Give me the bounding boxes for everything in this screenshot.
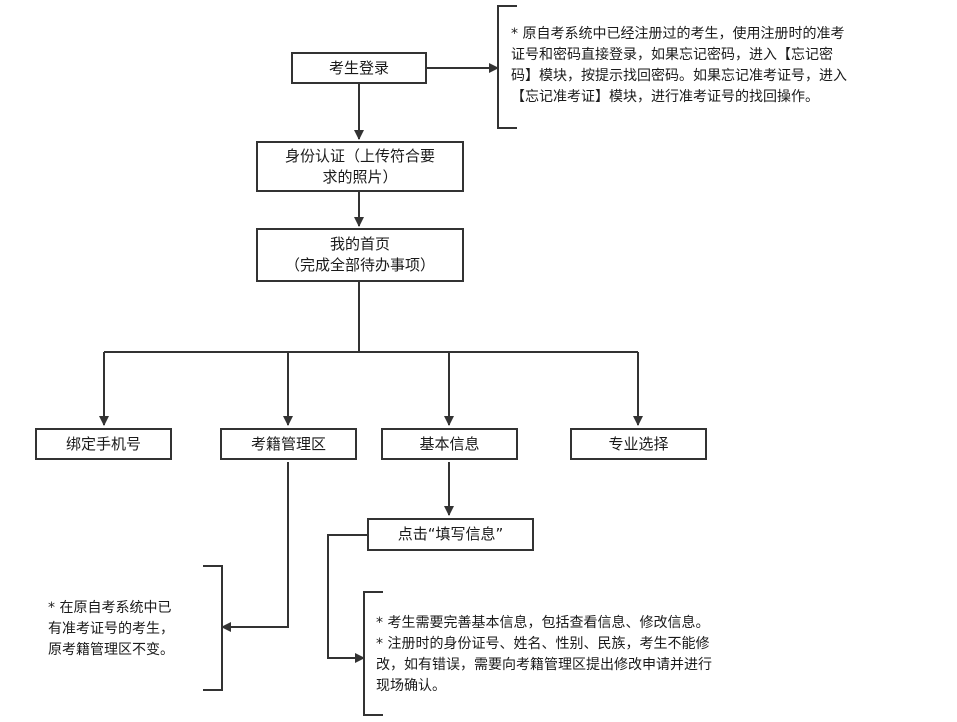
bracket-login-note [497, 5, 517, 129]
bracket-registry-note [203, 565, 223, 691]
registry-label: 考籍管理区 [250, 434, 326, 453]
fill-info-note-line: * 注册时的身份证号、姓名、性别、民族，考生不能修 [376, 636, 710, 652]
login-box: 考生登录 [291, 52, 427, 84]
registry-note: * 在原自考系统中已 有准考证号的考生， 原考籍管理区不变。 [48, 598, 174, 661]
home-label-line1: 我的首页 [329, 235, 390, 253]
major-box: 专业选择 [570, 428, 707, 460]
home-label-line2: （完成全部待办事项） [284, 256, 435, 274]
identity-box: 身份认证（上传符合要 求的照片） [256, 141, 464, 192]
login-note: * 原自考系统中已经注册过的考生，使用注册时的准考 证号和密码直接登录，如果忘记… [511, 24, 847, 108]
bracket-fill-note [363, 591, 383, 716]
registry-note-line: 原考籍管理区不变。 [48, 642, 174, 658]
arrow-fill-to-note [327, 534, 367, 663]
arrow-registry-to-note [221, 462, 289, 632]
identity-label-line2: 求的照片） [322, 167, 398, 186]
identity-label-line1: 身份认证（上传符合要 [284, 146, 435, 165]
fill-info-note-line: 现场确认。 [376, 678, 446, 694]
registry-note-line: 有准考证号的考生， [48, 621, 174, 637]
bind-phone-label: 绑定手机号 [65, 434, 141, 453]
login-note-line: 【忘记准考证】模块，进行准考证号的找回操作。 [511, 89, 819, 105]
major-label: 专业选择 [608, 434, 669, 453]
fill-info-note: * 考生需要完善基本信息，包括查看信息、修改信息。 * 注册时的身份证号、姓名、… [376, 613, 712, 697]
registry-box: 考籍管理区 [220, 428, 357, 460]
registry-note-line: * 在原自考系统中已 [48, 600, 172, 616]
fill-info-box: 点击“填写信息” [367, 518, 534, 551]
login-note-line: * 原自考系统中已经注册过的考生，使用注册时的准考 [511, 26, 845, 42]
bind-phone-box: 绑定手机号 [35, 428, 172, 460]
basic-info-label: 基本信息 [419, 434, 480, 453]
login-label: 考生登录 [328, 58, 389, 77]
basic-info-box: 基本信息 [381, 428, 518, 460]
fill-info-note-line: 改，如有错误，需要向考籍管理区提出修改申请并进行 [376, 657, 712, 673]
fill-info-label: 点击“填写信息” [397, 525, 504, 543]
login-note-line: 码】模块，按提示找回密码。如果忘记准考证号，进入 [511, 68, 847, 84]
fill-info-note-line: * 考生需要完善基本信息，包括查看信息、修改信息。 [376, 615, 710, 631]
login-note-line: 证号和密码直接登录，如果忘记密码，进入【忘记密 [511, 47, 833, 63]
home-box: 我的首页 （完成全部待办事项） [256, 228, 464, 282]
